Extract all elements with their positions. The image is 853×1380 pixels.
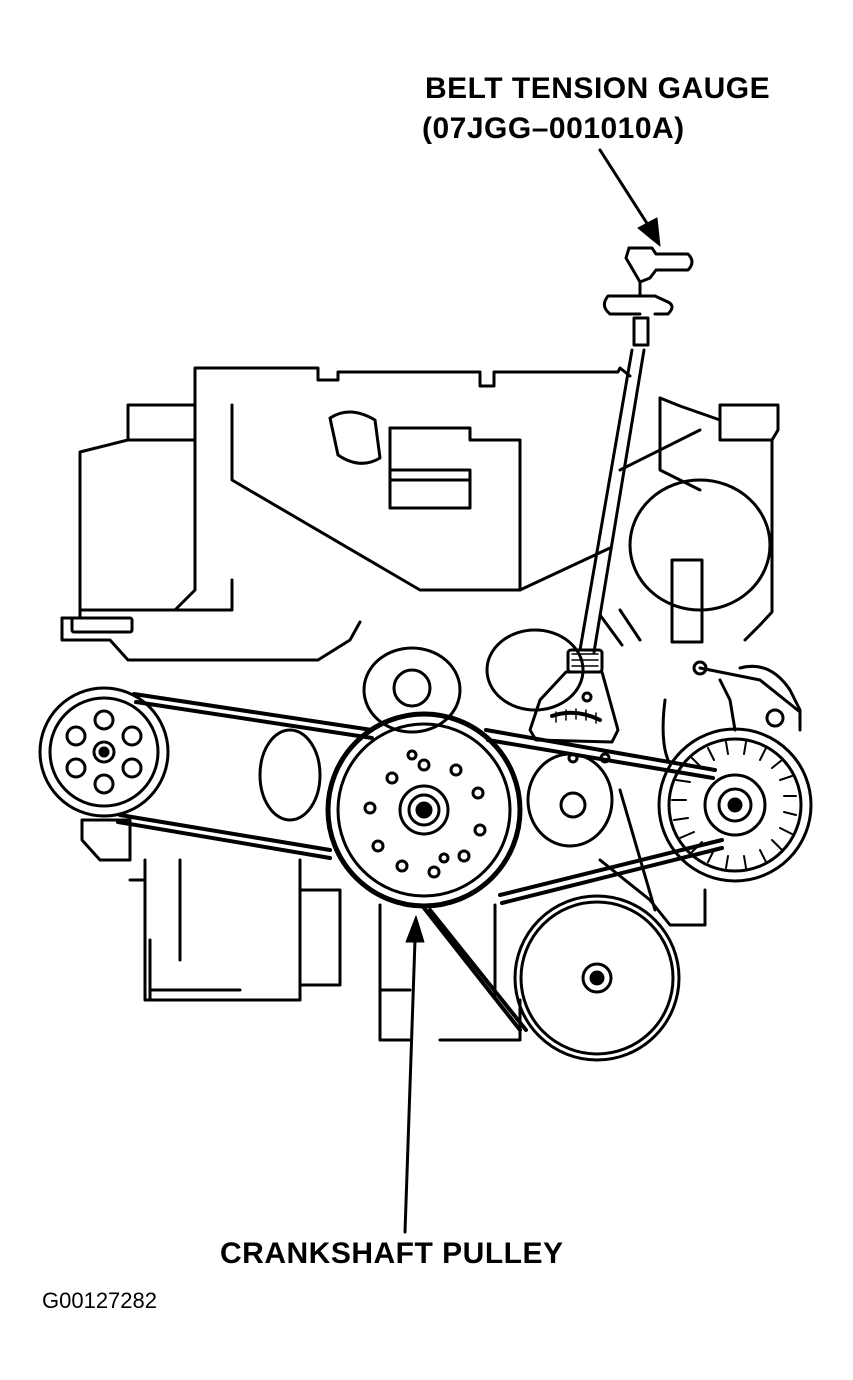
crankshaft-pulley-label: CRANKSHAFT PULLEY: [220, 1237, 564, 1270]
engine-bosses: [260, 480, 770, 846]
belt-tension-gauge-label: BELT TENSION GAUGE: [425, 72, 771, 105]
drive-belts: [118, 694, 722, 1030]
engine-block: [62, 368, 778, 1040]
belt-tension-gauge-tool: [530, 248, 692, 762]
crankshaft-pulley: [328, 714, 520, 906]
alternator: [659, 662, 811, 881]
leader-arrows: [405, 150, 660, 1232]
belt-tension-gauge-part-number: (07JGG–001010A): [422, 112, 685, 145]
power-steering-pulley: [515, 896, 679, 1060]
figure-code: G00127282: [42, 1288, 157, 1313]
water-pump-pulley: [40, 688, 168, 816]
